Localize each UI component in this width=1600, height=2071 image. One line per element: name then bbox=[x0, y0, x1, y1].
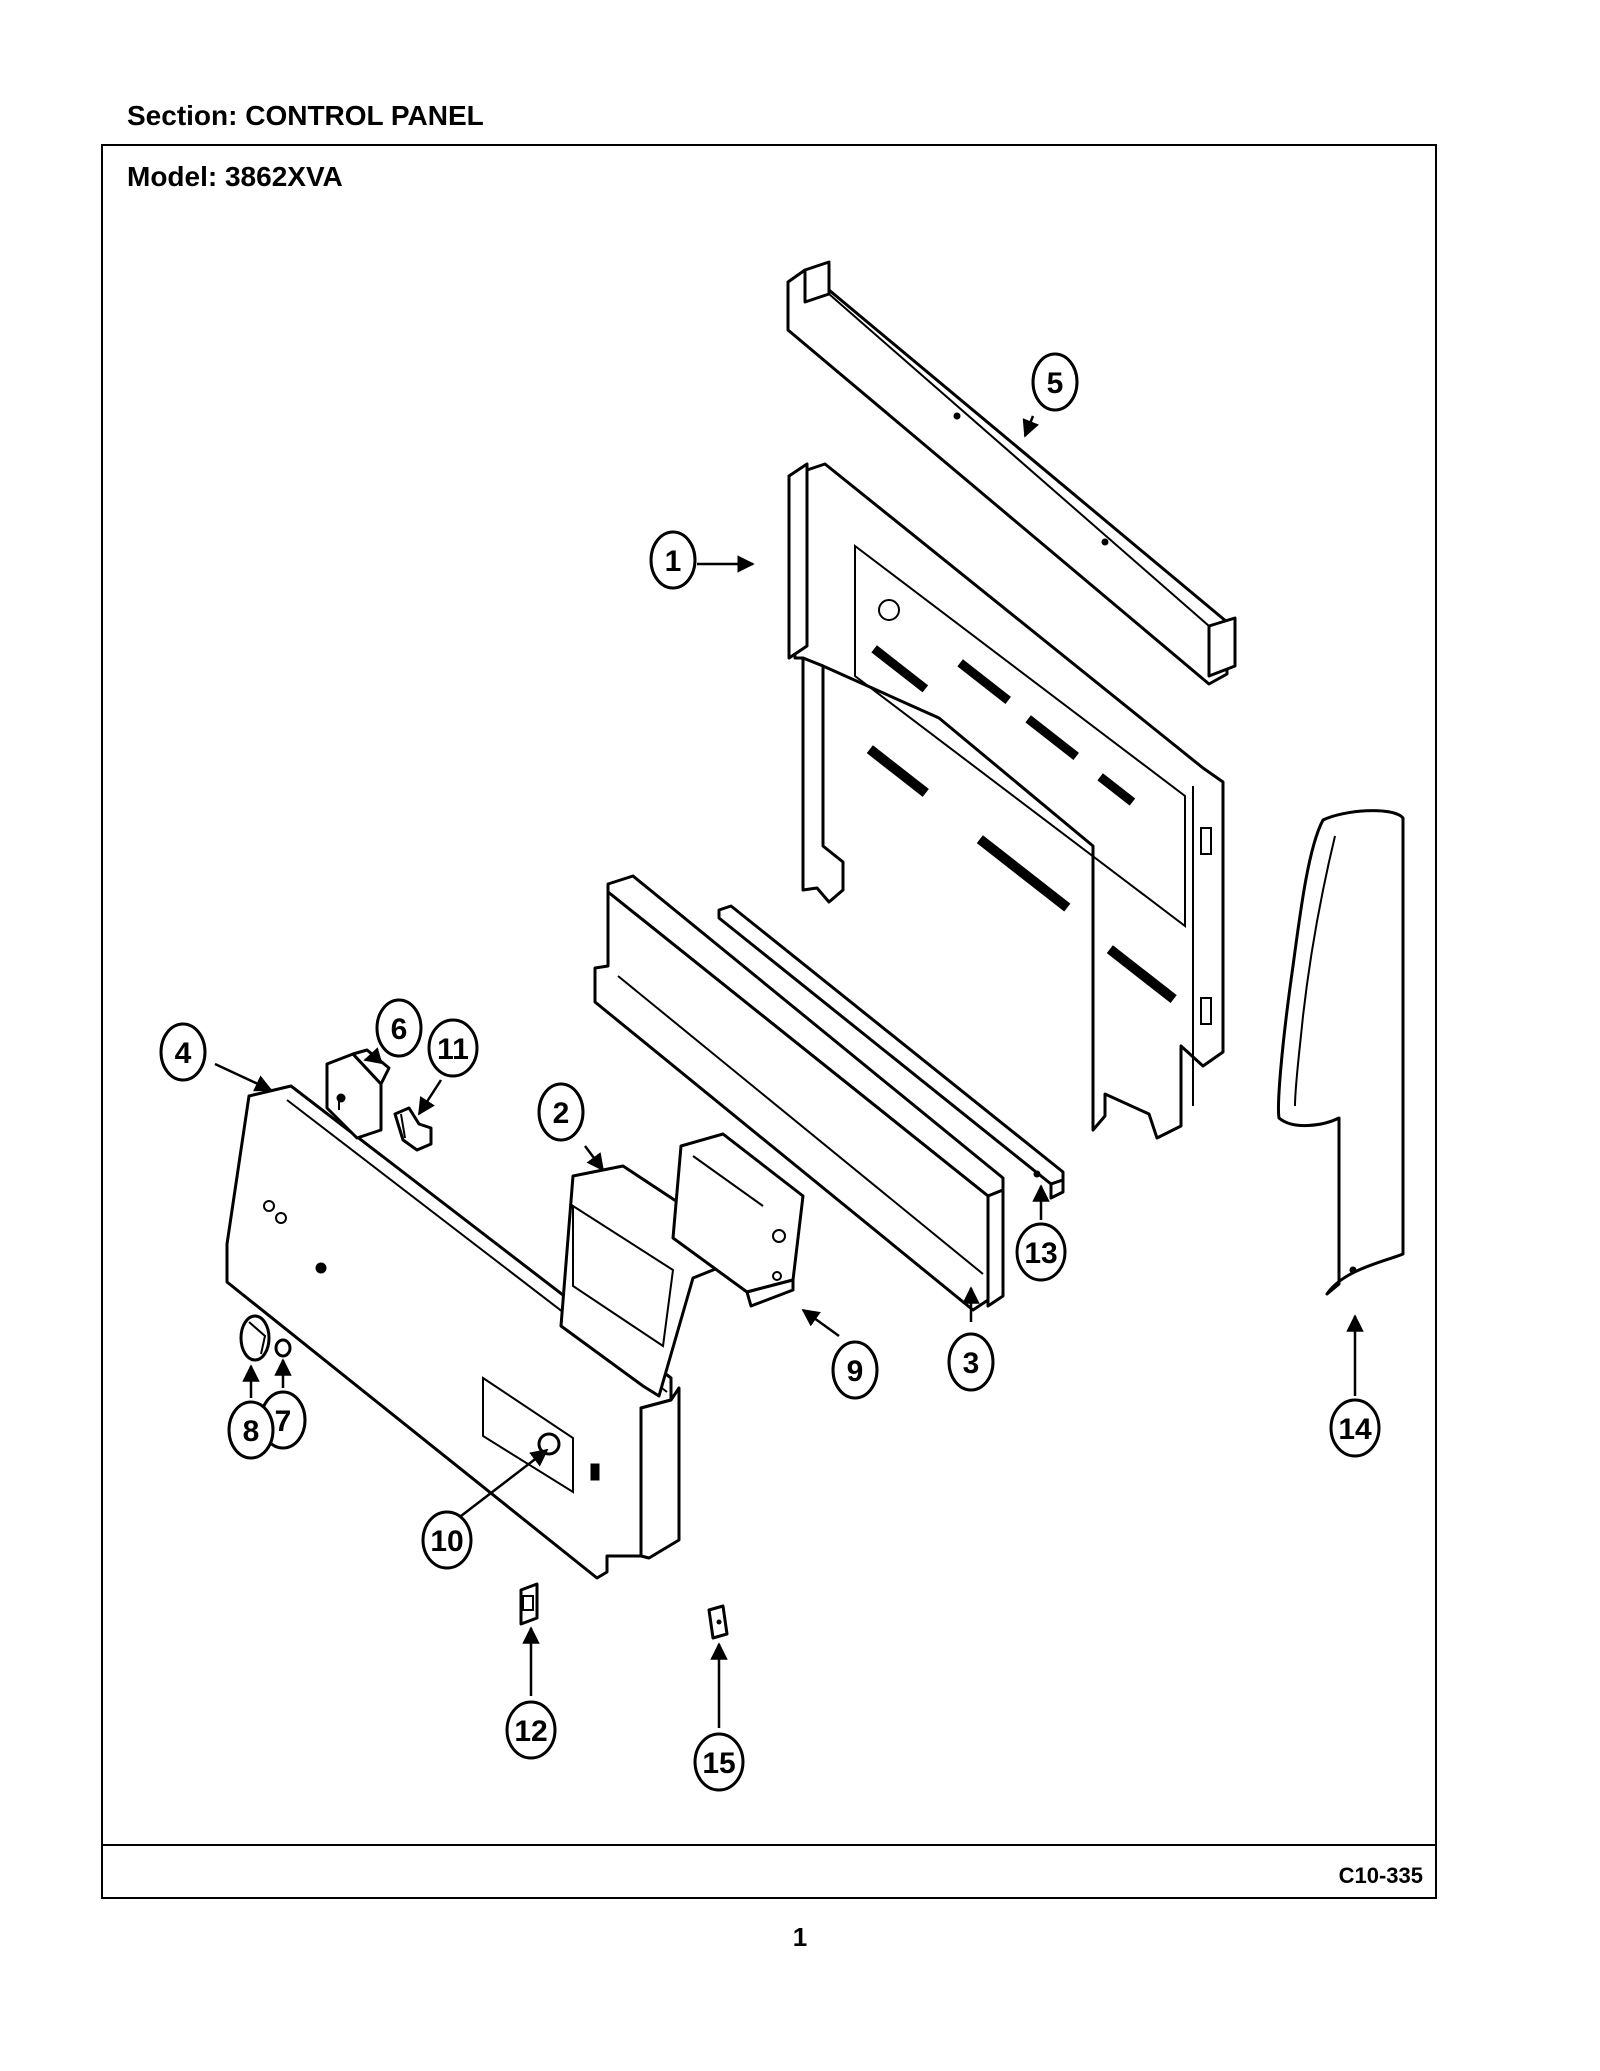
part-13-strip bbox=[717, 904, 1065, 1200]
svg-text:8: 8 bbox=[243, 1415, 260, 1448]
part-11-clip bbox=[393, 1106, 433, 1152]
part-7-plug bbox=[274, 1338, 292, 1358]
callout-8: 8 bbox=[227, 1400, 275, 1460]
svg-text:2: 2 bbox=[553, 1097, 570, 1130]
callout-13: 13 bbox=[1015, 1222, 1067, 1282]
svg-text:9: 9 bbox=[847, 1355, 864, 1388]
exploded-parts-diagram: 1 2 3 4 5 6 7 8 bbox=[159, 260, 1405, 1792]
svg-text:13: 13 bbox=[1024, 1237, 1057, 1270]
callout-12: 12 bbox=[505, 1700, 557, 1760]
part-1-panel-frame bbox=[787, 462, 1225, 1140]
callout-1: 1 bbox=[649, 530, 697, 590]
svg-text:5: 5 bbox=[1047, 367, 1064, 400]
document-code: C10-335 bbox=[1338, 1863, 1423, 1888]
part-9-control-module bbox=[671, 1132, 805, 1308]
svg-text:4: 4 bbox=[175, 1037, 192, 1070]
callout-2: 2 bbox=[537, 1082, 585, 1142]
part-5-top-brace bbox=[786, 260, 1237, 686]
part-8-knob bbox=[239, 1314, 271, 1362]
svg-text:12: 12 bbox=[514, 1715, 547, 1748]
svg-text:15: 15 bbox=[702, 1747, 735, 1780]
callout-10: 10 bbox=[421, 1510, 473, 1570]
model-title: Model: 3862XVA bbox=[127, 161, 343, 192]
section-title: Section: CONTROL PANEL bbox=[127, 100, 484, 131]
leader-lines bbox=[214, 415, 1364, 1728]
page-number: 1 bbox=[792, 1922, 808, 1952]
svg-text:10: 10 bbox=[430, 1525, 463, 1558]
part-6-box bbox=[325, 1048, 391, 1140]
part-15-bracket bbox=[707, 1604, 729, 1640]
footer-divider bbox=[103, 1844, 1435, 1846]
callout-11: 11 bbox=[427, 1018, 479, 1078]
svg-text:7: 7 bbox=[275, 1405, 292, 1438]
part-3-channel bbox=[593, 874, 1005, 1312]
callout-15: 15 bbox=[693, 1732, 745, 1792]
callout-5: 5 bbox=[1031, 352, 1079, 412]
callout-14: 14 bbox=[1329, 1398, 1381, 1458]
callout-3: 3 bbox=[947, 1332, 995, 1392]
svg-text:3: 3 bbox=[963, 1347, 980, 1380]
part-14-end-cap bbox=[1277, 809, 1405, 1296]
part-12-switch bbox=[519, 1582, 539, 1626]
callout-9: 9 bbox=[831, 1340, 879, 1400]
diagram-frame: Model: 3862XVA bbox=[101, 144, 1437, 1899]
svg-text:6: 6 bbox=[391, 1013, 408, 1046]
svg-text:1: 1 bbox=[665, 545, 682, 578]
callout-6: 6 bbox=[375, 998, 423, 1058]
svg-text:11: 11 bbox=[437, 1033, 469, 1066]
callout-4: 4 bbox=[159, 1022, 207, 1082]
svg-text:14: 14 bbox=[1338, 1413, 1372, 1446]
